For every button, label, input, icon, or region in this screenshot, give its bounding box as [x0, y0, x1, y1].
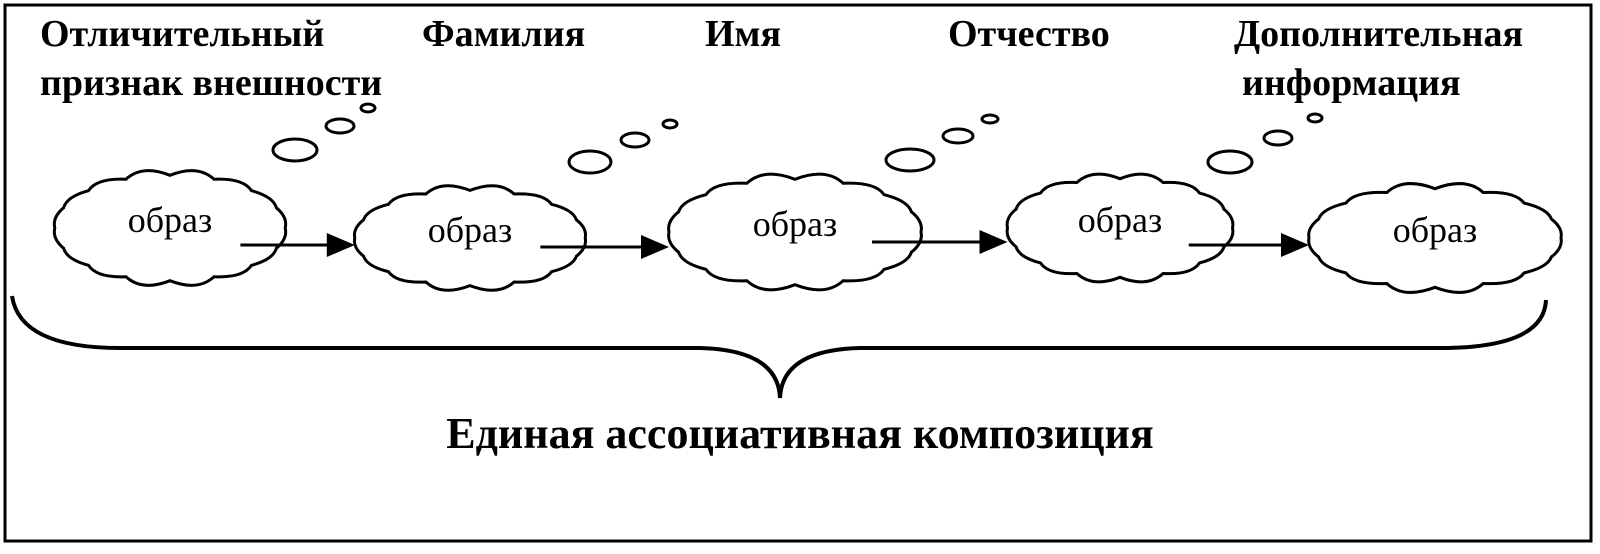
thought-bubble — [661, 118, 679, 130]
thought-bubble — [980, 113, 1000, 125]
thought-bubble — [619, 131, 651, 149]
cloud-label: образ — [1393, 210, 1478, 250]
thought-bubble — [941, 127, 975, 145]
flow-arrow — [540, 235, 669, 259]
header-line: Фамилия — [422, 13, 586, 55]
image-clouds: образ образ образ образ образ — [52, 169, 1563, 294]
thought-bubble — [1262, 129, 1294, 147]
image-cloud: образ — [1307, 182, 1563, 294]
header-line: Отличительный — [40, 13, 325, 55]
header-line: признак внешности — [40, 62, 383, 104]
image-cloud: образ — [1005, 172, 1235, 284]
outer-frame — [3, 3, 1593, 543]
header-line: Дополнительная — [1234, 13, 1524, 55]
thought-bubble — [1306, 112, 1324, 124]
image-cloud: образ — [52, 169, 288, 287]
thought-bubble — [271, 137, 319, 163]
cloud-outline — [352, 184, 588, 292]
header-surname: Фамилия — [422, 10, 585, 59]
thought-bubble — [567, 149, 613, 175]
cloud-outline — [1307, 182, 1563, 294]
composition-caption: Единая ассоциативная композиция — [446, 409, 1154, 458]
arrow-head — [1281, 233, 1309, 257]
header-line: информация — [1242, 62, 1461, 104]
flow-arrow — [1188, 233, 1309, 257]
image-cloud: образ — [667, 172, 923, 292]
header-line: Имя — [705, 13, 781, 55]
thought-bubbles — [271, 102, 1324, 175]
arrow-head — [326, 233, 355, 257]
thought-bubble — [1206, 149, 1254, 175]
flow-arrow — [240, 233, 355, 257]
thought-bubble — [884, 147, 936, 173]
flow-arrows — [240, 230, 1309, 259]
cloud-label: образ — [753, 204, 838, 244]
header-line: Отчество — [948, 13, 1110, 55]
thought-bubble — [359, 102, 377, 114]
cloud-outline — [667, 172, 923, 292]
cloud-label: образ — [128, 200, 213, 240]
cloud-label: образ — [1078, 200, 1163, 240]
grouping-brace — [10, 295, 1548, 399]
cloud-outline — [52, 169, 288, 287]
image-cloud: образ — [352, 184, 588, 292]
cloud-outline — [1005, 172, 1235, 284]
thought-bubble — [324, 117, 356, 135]
header-additional-info: Дополнительная информация — [1234, 10, 1523, 108]
header-first-name: Имя — [705, 10, 781, 59]
flow-arrow — [872, 230, 1008, 254]
cloud-label: образ — [428, 210, 513, 250]
header-appearance-feature: Отличительный признак внешности — [40, 10, 382, 108]
arrow-head — [979, 230, 1008, 254]
header-patronymic: Отчество — [948, 10, 1110, 59]
arrow-head — [641, 235, 669, 259]
